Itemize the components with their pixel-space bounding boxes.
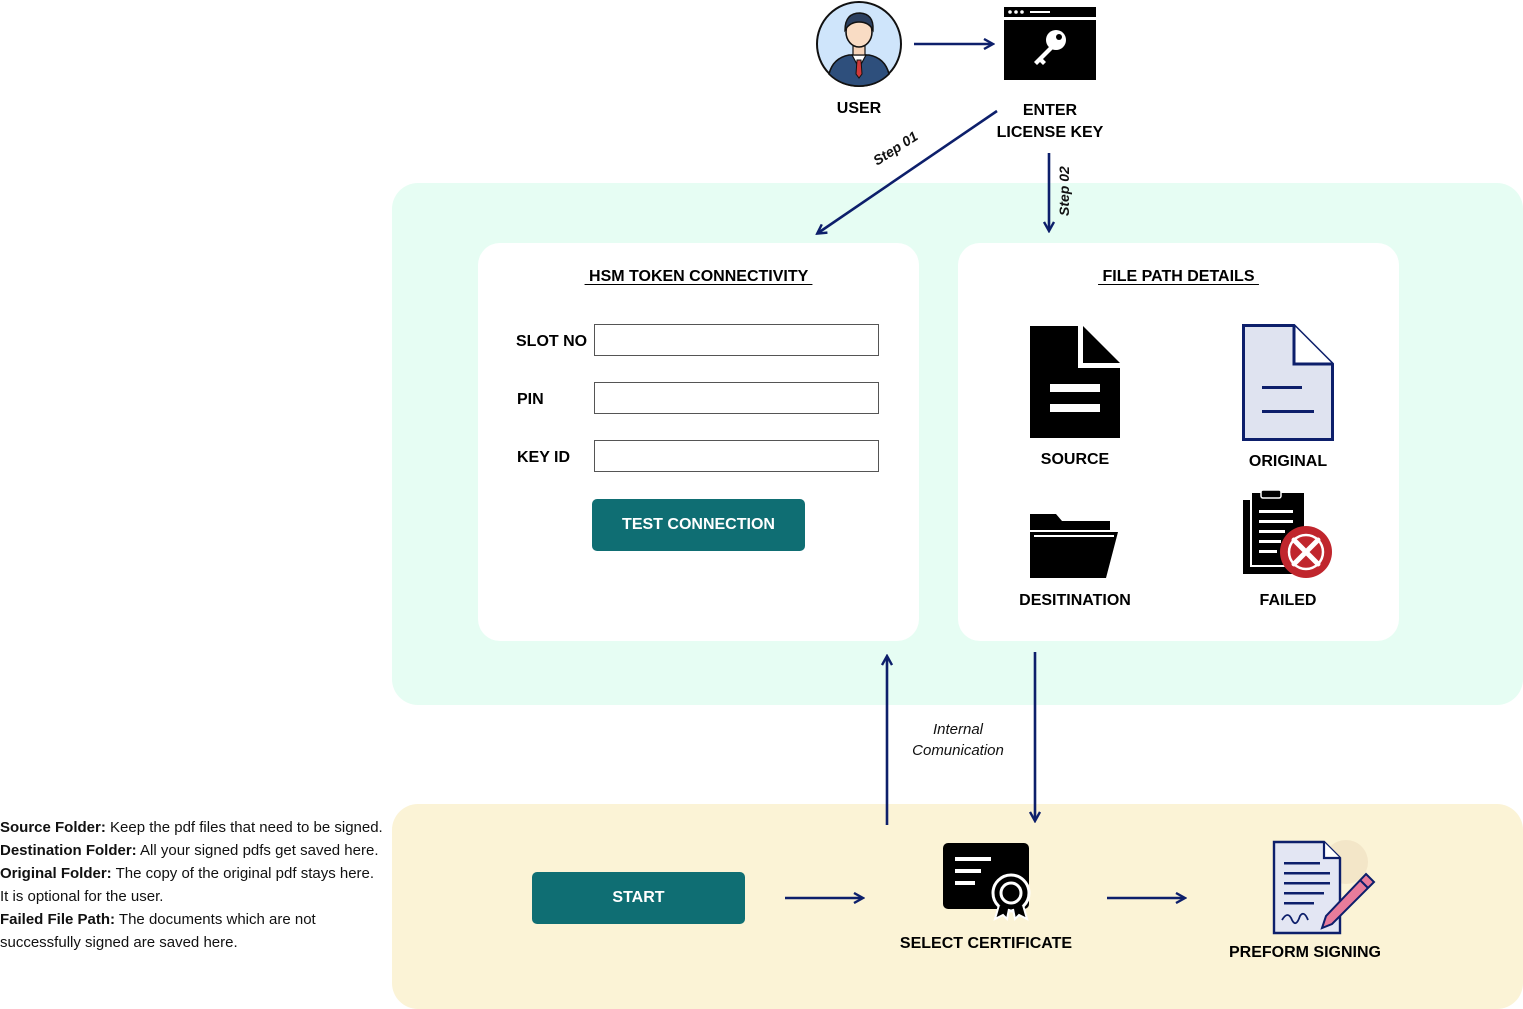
hsm-card-title: HSM TOKEN CONNECTIVITY	[584, 268, 813, 285]
license-label-line1: ENTER	[1022, 102, 1078, 119]
original-file-icon	[1242, 324, 1334, 441]
failed-document-icon	[1243, 489, 1332, 578]
internal-line1: Internal	[932, 721, 984, 738]
source-file-icon	[1030, 326, 1120, 438]
license-label: ENTER LICENSE KEY	[985, 100, 1115, 144]
internal-line2: Comunication	[912, 742, 1004, 759]
note-original-term: Original Folder:	[0, 865, 112, 882]
pin-input[interactable]	[594, 382, 879, 414]
destination-folder-icon	[1030, 514, 1118, 578]
license-key-icon	[1004, 7, 1096, 80]
step-02-label: Step 02	[1056, 166, 1072, 216]
source-label: SOURCE	[1040, 451, 1110, 468]
test-connection-button[interactable]: TEST CONNECTION	[592, 499, 805, 551]
license-label-line2: LICENSE KEY	[996, 124, 1104, 141]
note-failed-term: Failed File Path:	[0, 911, 116, 928]
key-id-input[interactable]	[594, 440, 879, 472]
note-failed: Failed File Path: The documents which ar…	[0, 908, 385, 954]
internal-communication-label: Internal Comunication	[900, 719, 1016, 761]
signing-document-icon	[1272, 840, 1376, 935]
slot-no-input[interactable]	[594, 324, 879, 356]
note-destination-text: All your signed pdfs get saved here.	[136, 842, 379, 859]
key-id-label: KEY ID	[517, 449, 571, 466]
file-path-card	[958, 243, 1399, 641]
note-original: Original Folder: The copy of the origina…	[0, 862, 385, 908]
slot-no-label: SLOT NO	[516, 333, 588, 350]
note-source-text: Keep the pdf files that need to be signe…	[105, 819, 383, 836]
note-destination: Destination Folder: All your signed pdfs…	[0, 839, 385, 862]
arrow-step1	[818, 109, 998, 233]
folder-notes: Source Folder: Keep the pdf files that n…	[0, 816, 385, 954]
note-source-term: Source Folder:	[0, 819, 106, 836]
note-original-text: The copy of the original pdf stays here.…	[0, 865, 375, 905]
start-button[interactable]: START	[532, 872, 745, 924]
destination-label: DESITINATION	[1019, 592, 1131, 609]
note-failed-text: The documents which are not successfully…	[0, 911, 316, 951]
file-card-title: FILE PATH DETAILS	[1098, 268, 1259, 285]
user-label: USER	[836, 100, 882, 117]
note-source: Source Folder: Keep the pdf files that n…	[0, 816, 385, 839]
certificate-icon	[943, 843, 1031, 922]
perform-signing-label: PREFORM SIGNING	[1228, 944, 1381, 961]
note-destination-term: Destination Folder:	[0, 842, 137, 859]
user-icon	[816, 1, 902, 87]
select-certificate-label: SELECT CERTIFICATE	[899, 935, 1073, 952]
failed-label: FAILED	[1259, 592, 1317, 609]
original-label: ORIGINAL	[1248, 453, 1328, 470]
pin-label: PIN	[517, 391, 544, 408]
